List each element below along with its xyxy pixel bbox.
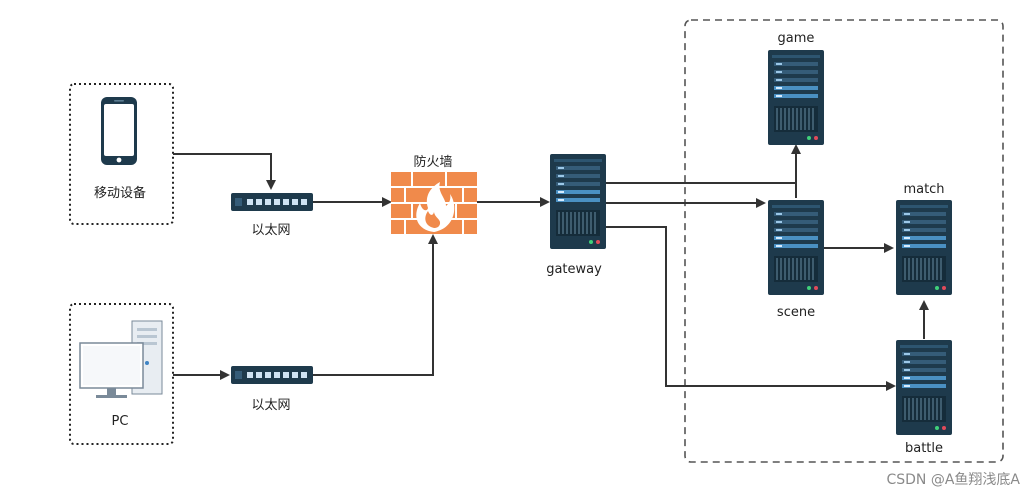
edge-ethernet-bottom-to-firewall <box>313 234 438 376</box>
edge-gateway-to-battle <box>606 226 896 391</box>
mobile-device-box <box>69 83 174 225</box>
ethernet-switch-top-icon <box>231 193 313 211</box>
firewall-icon <box>391 172 477 234</box>
connectors <box>173 144 929 391</box>
game-server-icon <box>768 50 824 145</box>
desktop-computer-icon <box>79 320 163 398</box>
backend-cluster-box <box>684 19 1004 463</box>
edge-mobile-to-ethernet <box>173 153 276 190</box>
watermark: CSDN @A鱼翔浅底A <box>886 471 1020 488</box>
scene-server-icon <box>768 200 824 295</box>
scene-label: scene <box>777 305 815 320</box>
battle-server-icon <box>896 340 952 435</box>
gateway-label: gateway <box>546 262 602 277</box>
game-label: game <box>778 31 815 46</box>
firewall-label: 防火墙 <box>413 154 452 170</box>
ethernet-bottom-label: 以太网 <box>251 398 290 413</box>
pc-box <box>69 303 174 445</box>
match-server-icon <box>896 200 952 295</box>
pc-label: PC <box>112 414 129 429</box>
ethernet-switch-bottom-icon <box>231 366 313 384</box>
mobile-device-label: 移动设备 <box>94 185 146 201</box>
gateway-server-icon <box>550 154 606 249</box>
battle-label: battle <box>905 441 943 456</box>
ethernet-top-label: 以太网 <box>251 223 290 238</box>
smartphone-icon <box>101 97 137 165</box>
match-label: match <box>903 182 944 197</box>
